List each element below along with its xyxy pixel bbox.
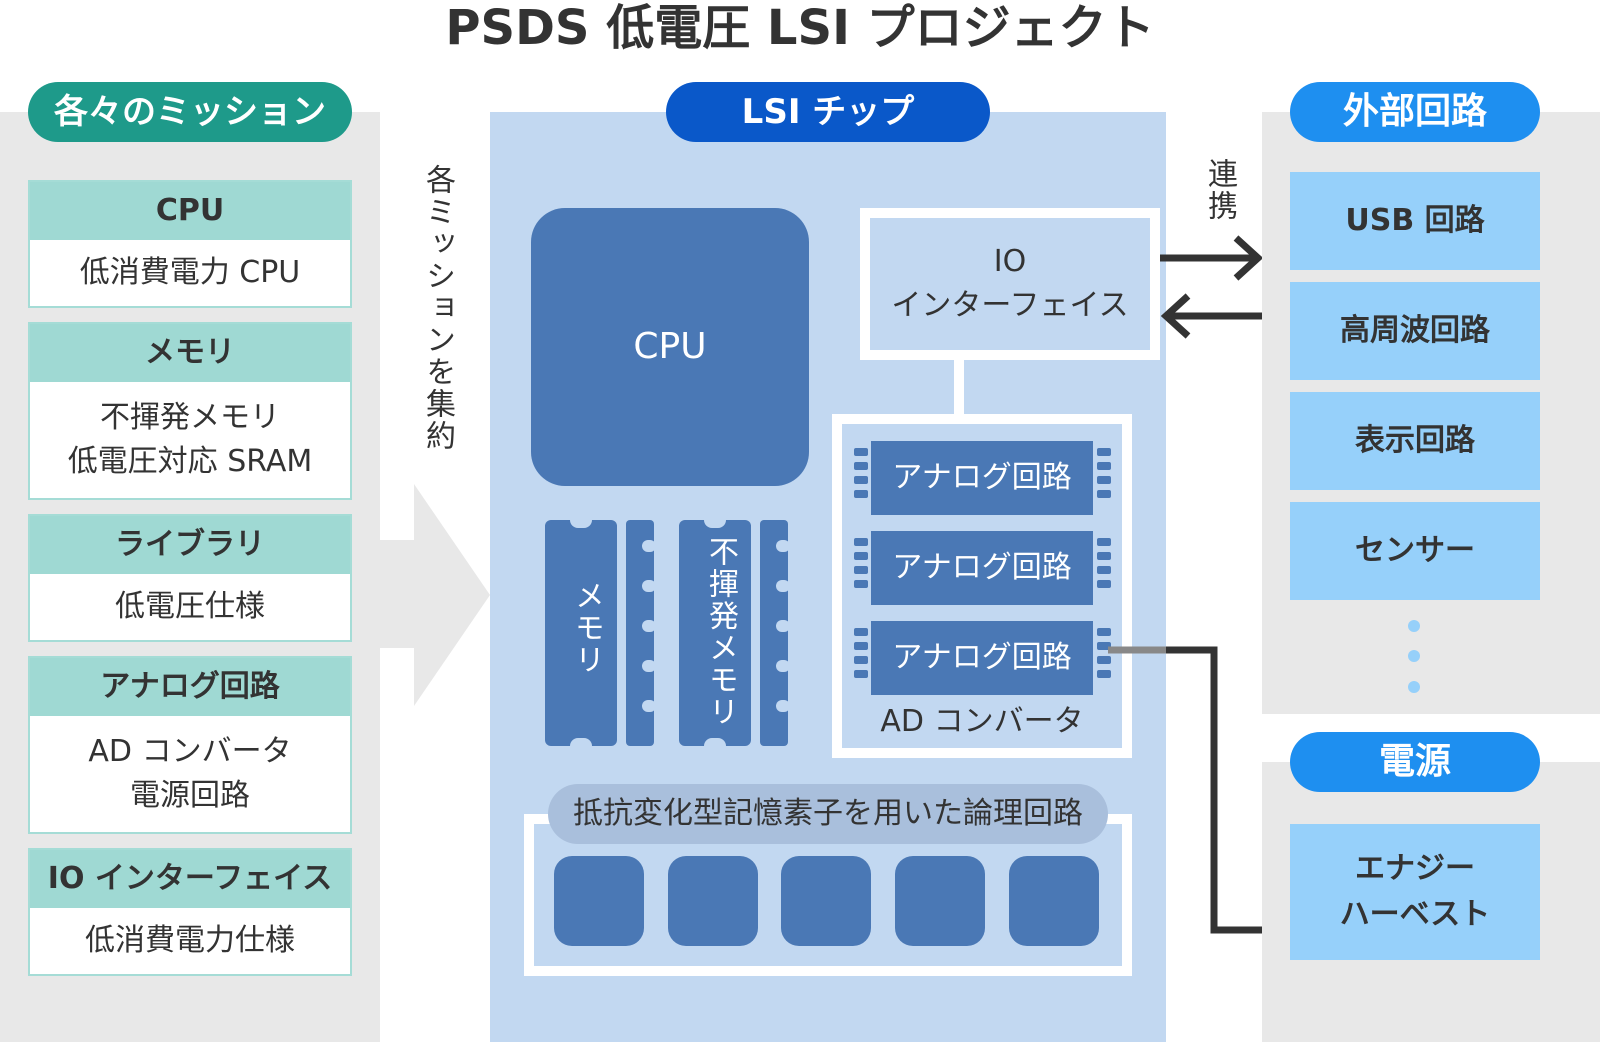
memory-block	[545, 520, 617, 746]
pin	[854, 462, 868, 470]
link-label: 連携	[1202, 158, 1237, 222]
logic-circuit-label: 抵抗変化型記憶素子を用いた論理回路	[548, 784, 1108, 844]
pin	[854, 628, 868, 636]
aggregate-arrow-icon	[380, 484, 490, 706]
pin	[854, 448, 868, 456]
pin	[854, 566, 868, 574]
nvmemory-notch	[704, 512, 726, 528]
analog-circuit-1: アナログ回路	[871, 441, 1093, 515]
pin	[854, 552, 868, 560]
pin	[1097, 566, 1111, 574]
more-dot-icon	[1408, 620, 1420, 632]
memory-notch	[570, 738, 592, 754]
power-connector-icon	[1108, 646, 1264, 934]
logic-cell	[554, 856, 644, 946]
lsi-chip-header: LSI チップ	[666, 82, 990, 142]
strip-notch	[642, 540, 656, 552]
mission-title: アナログ回路	[30, 658, 350, 716]
pin	[854, 476, 868, 484]
pin	[1097, 476, 1111, 484]
pin	[854, 490, 868, 498]
strip-notch	[642, 580, 656, 592]
nvmemory-pin-strip	[760, 520, 788, 746]
logic-cell	[781, 856, 871, 946]
external-sensor: センサー	[1290, 502, 1540, 600]
logic-cell	[668, 856, 758, 946]
pin	[1097, 552, 1111, 560]
io-label-line1: IO	[993, 244, 1027, 279]
missions-header: 各々のミッション	[28, 82, 352, 142]
pin	[1097, 462, 1111, 470]
pin	[1097, 490, 1111, 498]
mission-title: CPU	[30, 182, 350, 240]
pin	[1097, 580, 1111, 588]
memory-label: メモリ	[569, 580, 604, 676]
more-dot-icon	[1408, 650, 1420, 662]
strip-notch	[776, 660, 790, 672]
link-arrows-icon	[1160, 235, 1264, 339]
pin	[1097, 670, 1111, 678]
strip-notch	[642, 700, 656, 712]
pin	[854, 538, 868, 546]
strip-notch	[776, 620, 790, 632]
mission-title: メモリ	[30, 324, 350, 382]
pin	[1097, 628, 1111, 636]
strip-notch	[776, 700, 790, 712]
strip-notch	[642, 660, 656, 672]
nvmemory-notch	[704, 738, 726, 754]
pin	[1097, 656, 1111, 664]
external-display: 表示回路	[1290, 392, 1540, 490]
pin	[1097, 538, 1111, 546]
cpu-label: CPU	[633, 326, 707, 367]
strip-notch	[776, 540, 790, 552]
memory-pin-strip	[626, 520, 654, 746]
pin	[854, 580, 868, 588]
nvmemory-block	[679, 520, 751, 746]
mission-cpu: CPU 低消費電力 CPU	[28, 180, 352, 308]
io-interface-block: IO インターフェイス	[860, 208, 1160, 360]
mission-body: 低消費電力 CPU	[79, 255, 301, 290]
power-header: 電源	[1290, 732, 1540, 792]
aggregate-label: 各ミッションを集約	[420, 164, 455, 452]
mission-memory: メモリ 不揮発メモリ 低電圧対応 SRAM	[28, 322, 352, 500]
mission-title: ライブラリ	[30, 516, 350, 574]
mission-library: ライブラリ 低電圧仕様	[28, 514, 352, 642]
io-label-line2: インターフェイス	[891, 288, 1129, 323]
more-dot-icon	[1408, 681, 1420, 693]
pin	[1097, 642, 1111, 650]
analog-circuit-2: アナログ回路	[871, 531, 1093, 605]
mission-title: IO インターフェイス	[30, 850, 350, 908]
mission-analog: アナログ回路 AD コンバータ 電源回路	[28, 656, 352, 834]
mission-io: IO インターフェイス 低消費電力仕様	[28, 848, 352, 976]
cpu-block: CPU	[531, 208, 809, 486]
io-adc-connector	[954, 360, 964, 414]
adc-label: AD コンバータ	[880, 704, 1084, 739]
nvmemory-label: 不揮発メモリ	[703, 536, 738, 728]
diagram-title: PSDS 低電圧 LSI プロジェクト	[445, 0, 1155, 56]
analog-circuit-3: アナログ回路	[871, 621, 1093, 695]
external-header: 外部回路	[1290, 82, 1540, 142]
logic-cell	[1009, 856, 1099, 946]
pin	[854, 656, 868, 664]
logic-cell	[895, 856, 985, 946]
mission-body: AD コンバータ 電源回路	[88, 734, 292, 813]
mission-body: 低電圧仕様	[115, 589, 265, 624]
pin	[854, 670, 868, 678]
power-energy-harvest: エナジー ハーベスト	[1290, 824, 1540, 960]
pin	[854, 642, 868, 650]
strip-notch	[776, 580, 790, 592]
mission-body: 低消費電力仕様	[85, 923, 295, 958]
memory-notch	[570, 512, 592, 528]
external-usb: USB 回路	[1290, 172, 1540, 270]
mission-body: 不揮発メモリ 低電圧対応 SRAM	[67, 400, 313, 479]
strip-notch	[642, 620, 656, 632]
pin	[1097, 448, 1111, 456]
external-rf: 高周波回路	[1290, 282, 1540, 380]
